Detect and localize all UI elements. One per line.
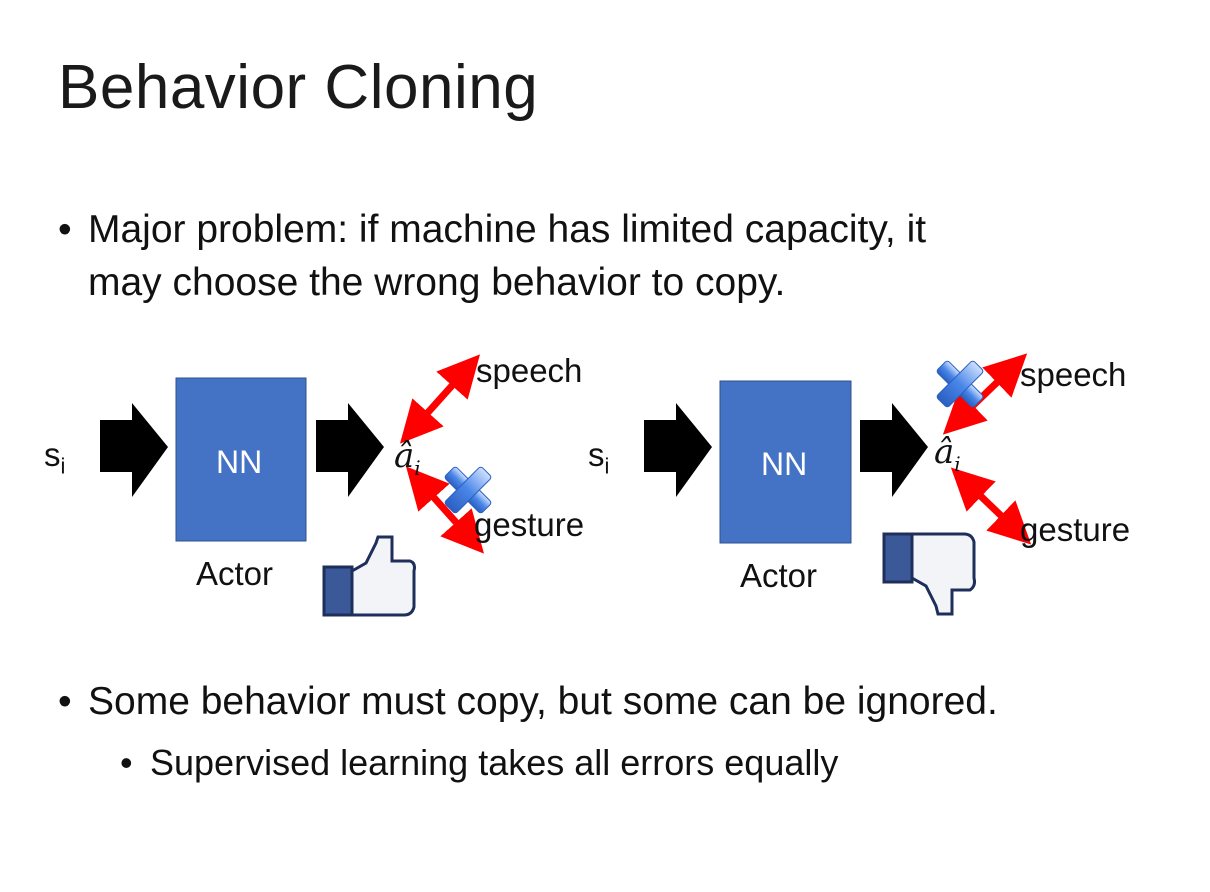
gesture-relation-arrow-right (950, 467, 1032, 545)
cross-icon (444, 466, 492, 514)
output-arrow-right (860, 403, 928, 497)
sub-bullet-marker: • (120, 742, 133, 783)
gesture-relation-arrow-left (406, 466, 484, 554)
input-arrow-right (644, 403, 712, 497)
speech-label-left: speech (476, 352, 583, 389)
input-state-right: si (588, 436, 610, 479)
bullet-marker: • (58, 680, 72, 723)
cross-icon (936, 360, 984, 408)
gesture-label-left: gesture (474, 506, 585, 543)
speech-relation-arrow-right (942, 353, 1028, 435)
thumbs-down-icon (882, 532, 976, 616)
slide-title: Behavior Cloning (58, 53, 539, 122)
actor-label-right: Actor (740, 557, 818, 594)
bullet-2: Some behavior must copy, but some can be… (88, 680, 998, 723)
actor-label-left: Actor (196, 555, 274, 592)
input-state-left: si (44, 436, 66, 479)
input-arrow-left (100, 403, 168, 497)
nn-box-right (719, 380, 852, 544)
gesture-label-right: gesture (1020, 511, 1131, 548)
nn-label-right: NN (761, 446, 808, 482)
sub-bullet-1: Supervised learning takes all errors equ… (150, 742, 839, 783)
thumbs-up-icon (322, 535, 416, 617)
speech-relation-arrow-left (399, 354, 481, 444)
nn-box-left (175, 377, 307, 542)
predicted-action-left: âi (394, 436, 421, 480)
predicted-action-right: âi (934, 432, 961, 476)
bullet-1-line-2: may choose the wrong behavior to copy. (88, 261, 786, 304)
bullet-marker: • (58, 208, 72, 251)
nn-label-left: NN (216, 444, 263, 480)
bullet-1-line-1: Major problem: if machine has limited ca… (88, 208, 927, 251)
output-arrow-left (316, 403, 384, 497)
speech-label-right: speech (1020, 356, 1127, 393)
